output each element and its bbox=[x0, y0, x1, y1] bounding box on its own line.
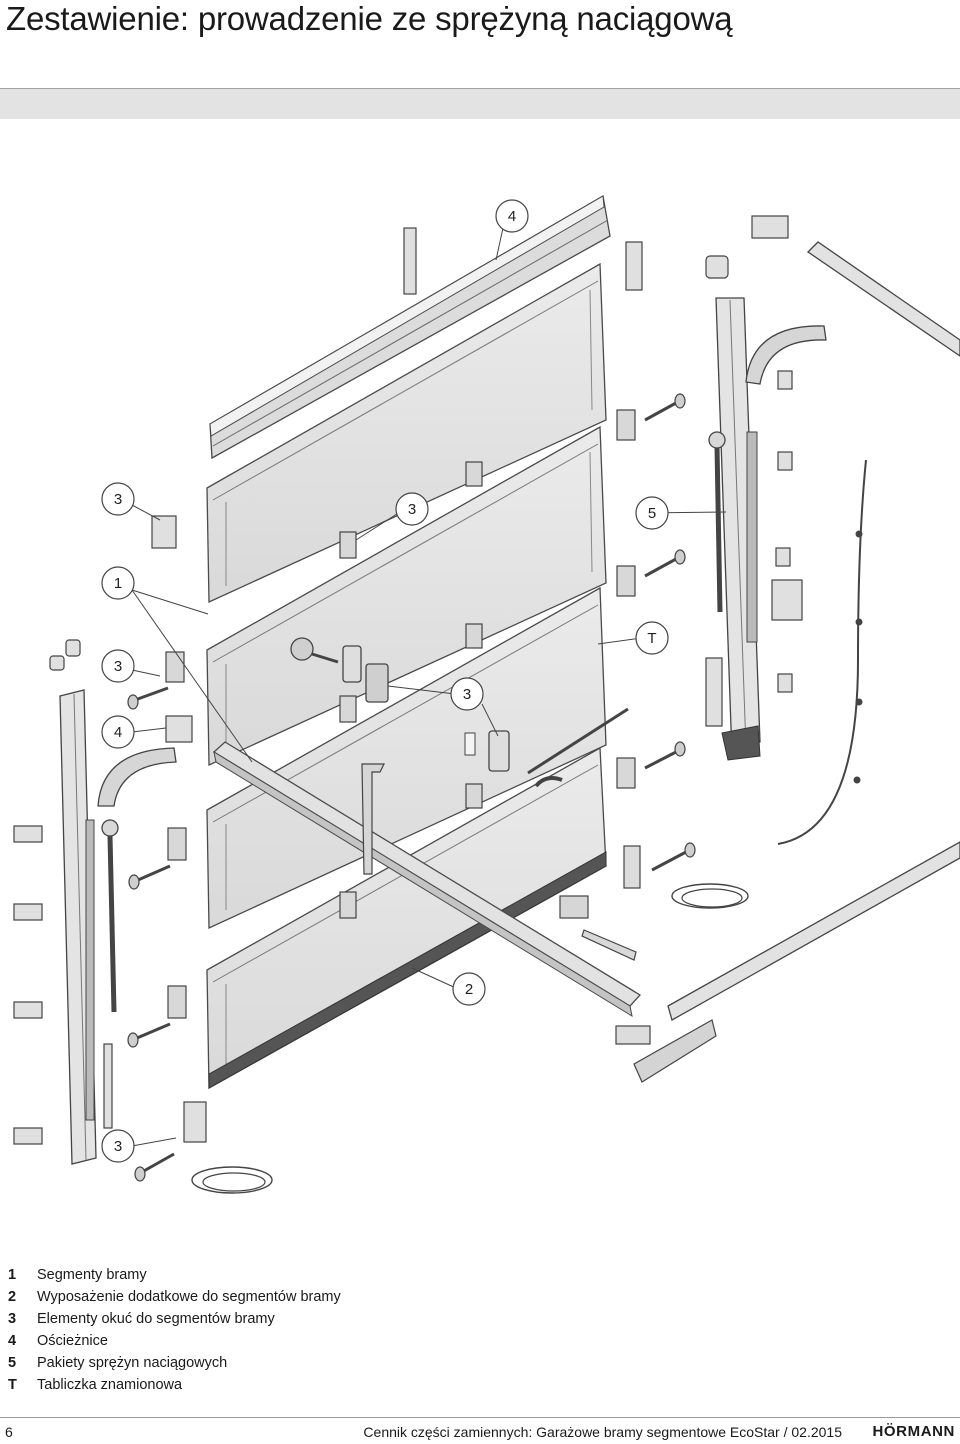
legend-item-number: 3 bbox=[8, 1311, 17, 1327]
legend-item: 4 Ościeżnice bbox=[8, 1330, 341, 1352]
right-brackets bbox=[625, 215, 803, 727]
svg-text:T: T bbox=[647, 630, 656, 647]
header-band bbox=[0, 88, 960, 119]
legend-item-number: 1 bbox=[8, 1267, 17, 1283]
svg-text:3: 3 bbox=[114, 658, 122, 675]
callout-3-c: 3 bbox=[101, 649, 135, 683]
left-lower-parts bbox=[134, 1152, 273, 1194]
callout-T: T bbox=[635, 621, 669, 655]
left-frame bbox=[59, 689, 97, 1165]
left-tension-spring bbox=[101, 819, 119, 1013]
legend-item: T Tabliczka znamionowa bbox=[8, 1374, 341, 1396]
callout-2: 2 bbox=[452, 972, 486, 1006]
horizontal-track-lower bbox=[615, 841, 960, 1083]
door-segment-4 bbox=[206, 746, 607, 1090]
svg-text:4: 4 bbox=[114, 724, 122, 741]
top-seal-strip bbox=[209, 194, 611, 460]
exploded-view-drawing: 4 3 3 5 1 3 T 3 4 2 3 bbox=[13, 194, 960, 1194]
legend-item-text: Segmenty bramy bbox=[37, 1267, 147, 1283]
legend-item-number: T bbox=[8, 1377, 17, 1393]
door-segment-3 bbox=[206, 586, 607, 930]
svg-text:3: 3 bbox=[114, 1138, 122, 1155]
callout-5: 5 bbox=[635, 496, 669, 530]
svg-text:3: 3 bbox=[408, 501, 416, 518]
svg-text:2: 2 bbox=[465, 981, 473, 998]
legend-item-text: Tabliczka znamionowa bbox=[37, 1377, 183, 1393]
callout-3-a: 3 bbox=[101, 482, 135, 516]
svg-text:4: 4 bbox=[508, 208, 516, 225]
right-frame bbox=[715, 297, 761, 761]
legend-item-text: Ościeżnice bbox=[37, 1333, 108, 1349]
svg-text:3: 3 bbox=[463, 686, 471, 703]
right-lower-parts bbox=[559, 842, 749, 961]
callout-4-left: 4 bbox=[101, 715, 135, 749]
callout-3-b: 3 bbox=[395, 492, 429, 526]
door-segment-2 bbox=[206, 425, 607, 767]
track-rollers bbox=[127, 393, 686, 1048]
callout-4-top: 4 bbox=[495, 199, 529, 233]
legend-item-number: 5 bbox=[8, 1355, 17, 1371]
page-title: Zestawienie: prowadzenie ze sprężyną nac… bbox=[6, 0, 733, 37]
legend-item-text: Pakiety sprężyn naciągowych bbox=[37, 1355, 228, 1371]
callout-3-d: 3 bbox=[450, 677, 484, 711]
brand-logo: HÖRMANN bbox=[872, 1423, 955, 1440]
handle-parts bbox=[290, 637, 629, 875]
svg-text:5: 5 bbox=[648, 505, 656, 522]
svg-text:1: 1 bbox=[114, 575, 122, 592]
legend-item-number: 2 bbox=[8, 1289, 17, 1305]
svg-text:3: 3 bbox=[114, 491, 122, 508]
legend-item-text: Elementy okuć do segmentów bramy bbox=[37, 1311, 275, 1327]
legend-item: 3 Elementy okuć do segmentów bramy bbox=[8, 1308, 341, 1330]
callout-3-bottom: 3 bbox=[101, 1129, 135, 1163]
legend-item: 2 Wyposażenie dodatkowe do segmentów bram… bbox=[8, 1286, 341, 1308]
legend-item-number: 4 bbox=[8, 1333, 17, 1349]
legend: 1 Segmenty bramy 2 Wyposażenie dodatkowe d… bbox=[8, 1264, 341, 1396]
right-tension-spring bbox=[708, 431, 726, 613]
left-curved-track bbox=[97, 747, 177, 807]
legend-item: 1 Segmenty bramy bbox=[8, 1264, 341, 1286]
legend-item-text: Wyposażenie dodatkowe do segmentów bramy bbox=[37, 1289, 341, 1305]
door-segment-1 bbox=[206, 262, 607, 604]
right-curved-track bbox=[745, 325, 827, 385]
right-cable bbox=[777, 459, 867, 845]
horizontal-track-upper bbox=[806, 241, 960, 357]
stiffening-profile bbox=[212, 741, 642, 1018]
callout-1: 1 bbox=[101, 566, 135, 600]
left-brackets bbox=[13, 227, 417, 1145]
panel-hinges bbox=[165, 409, 636, 1019]
page-number: 6 bbox=[5, 1424, 13, 1440]
leader-lines bbox=[131, 227, 727, 1147]
legend-item: 5 Pakiety sprężyn naciągowych bbox=[8, 1352, 341, 1374]
footer-divider bbox=[0, 1417, 960, 1418]
footer-caption: Cennik części zamiennych: Garażowe bramy… bbox=[363, 1424, 842, 1440]
